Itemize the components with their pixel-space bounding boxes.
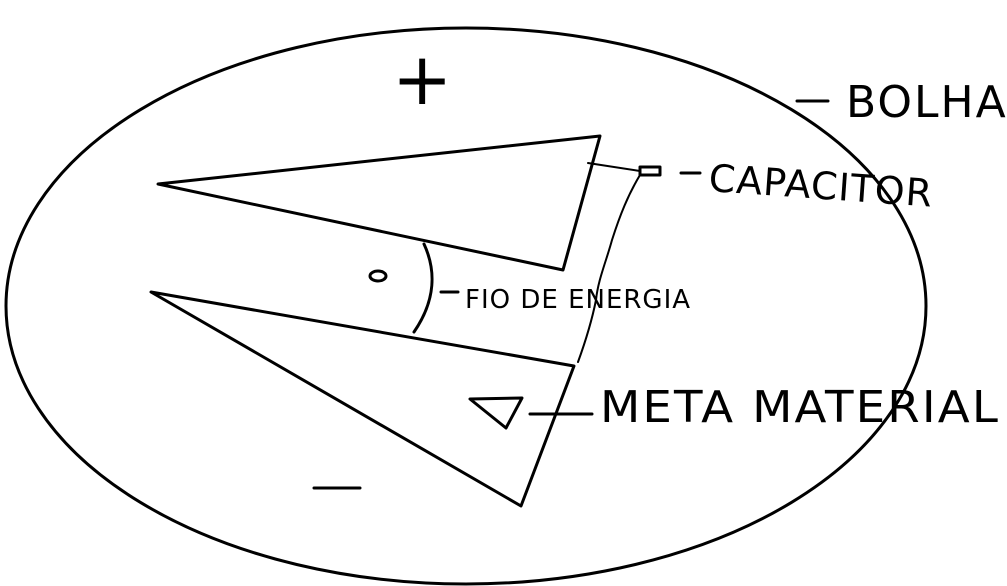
wire-label: FIO DE ENERGIA [465, 285, 691, 315]
metamaterial-label: META MATERIAL [600, 382, 1000, 433]
capacitor-link-line [587, 162, 641, 172]
small-ellipse [368, 269, 388, 283]
metamaterial-triangle [468, 396, 524, 430]
energy-wire [412, 242, 434, 334]
bubble-ellipse [4, 26, 928, 586]
capacitor-label: CAPACITOR [707, 156, 934, 216]
capacitor-wire [577, 174, 641, 363]
upper-triangle [156, 134, 602, 272]
lower-triangle [149, 290, 576, 508]
positive-sign: + [392, 37, 452, 121]
capacitor-rect [638, 165, 662, 177]
bubble-label: BOLHA [846, 77, 1007, 128]
